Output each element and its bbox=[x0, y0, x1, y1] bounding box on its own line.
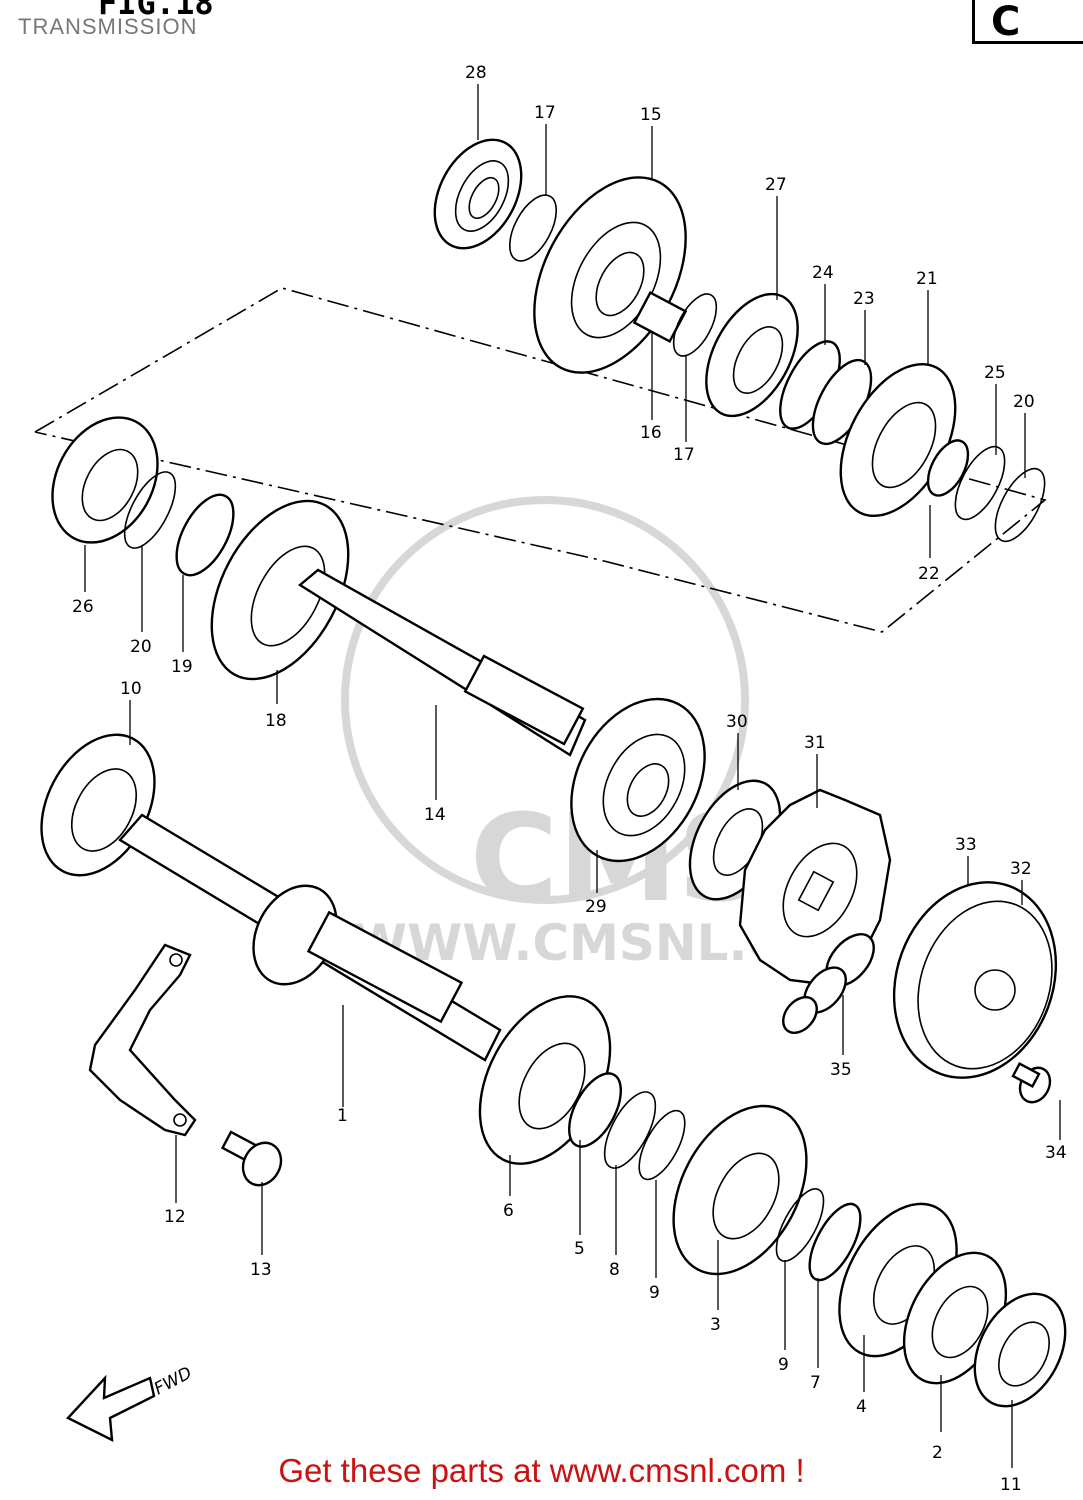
callout-32: 32 bbox=[1010, 859, 1032, 879]
bushing-22 bbox=[926, 439, 970, 497]
countershaft-spline bbox=[463, 654, 585, 746]
washer-25 bbox=[954, 445, 1006, 521]
callout-8: 8 bbox=[609, 1260, 620, 1280]
callout-25: 25 bbox=[984, 363, 1006, 383]
figure-label: FIG.18 bbox=[98, 0, 214, 22]
callout-29: 29 bbox=[585, 897, 607, 917]
bolt-13 bbox=[220, 1130, 283, 1187]
section-box: C bbox=[972, 0, 1083, 45]
callout-6: 6 bbox=[503, 1201, 514, 1221]
bushing-5 bbox=[568, 1072, 622, 1148]
page-title: TRANSMISSION bbox=[18, 14, 198, 39]
washer-17a bbox=[509, 194, 557, 262]
callout-16: 16 bbox=[640, 423, 662, 443]
callout-10: 10 bbox=[120, 679, 142, 699]
callout-4: 4 bbox=[856, 1397, 867, 1417]
callout-12: 12 bbox=[164, 1207, 186, 1227]
callout-9b: 9 bbox=[778, 1355, 789, 1375]
bearing-10 bbox=[40, 733, 156, 877]
stopper-plate-12 bbox=[88, 943, 197, 1137]
sprocket-cover-32 bbox=[892, 881, 1058, 1079]
callout-13: 13 bbox=[250, 1260, 272, 1280]
callout-26: 26 bbox=[72, 597, 94, 617]
callout-1: 1 bbox=[337, 1106, 348, 1126]
countershaft-group-outline bbox=[34, 287, 1047, 633]
leader-lines bbox=[84, 84, 1061, 1468]
callouts: 1 2 3 4 5 6 7 8 9 9 10 11 12 13 14 15 16… bbox=[72, 63, 1067, 1495]
stopper-hole-bottom bbox=[173, 1113, 187, 1127]
bearing-11 bbox=[973, 1292, 1067, 1408]
fwd-label: FWD bbox=[151, 1363, 195, 1399]
callout-21: 21 bbox=[916, 269, 938, 289]
callout-11: 11 bbox=[1000, 1475, 1022, 1495]
gear-27 bbox=[705, 292, 799, 418]
callout-20a: 20 bbox=[1013, 392, 1035, 412]
stopper-hole-top bbox=[169, 953, 183, 967]
callout-22: 22 bbox=[918, 564, 940, 584]
gear-15 bbox=[533, 176, 687, 374]
washer-8 bbox=[603, 1091, 657, 1169]
callout-18: 18 bbox=[265, 711, 287, 731]
gear-3 bbox=[672, 1104, 808, 1276]
main-shaft-spline bbox=[306, 910, 464, 1024]
callout-28: 28 bbox=[465, 63, 487, 83]
circlip-9b bbox=[775, 1188, 825, 1262]
chain-35 bbox=[782, 933, 875, 1034]
watermark-ring bbox=[341, 496, 749, 904]
callout-20b: 20 bbox=[130, 637, 152, 657]
washer-19 bbox=[175, 493, 235, 577]
callout-24: 24 bbox=[812, 263, 834, 283]
callout-23: 23 bbox=[853, 289, 875, 309]
callout-17a: 17 bbox=[534, 103, 556, 123]
section-letter: C bbox=[991, 0, 1021, 45]
callout-17b: 17 bbox=[673, 445, 695, 465]
gear-18 bbox=[210, 499, 350, 681]
callout-9a: 9 bbox=[649, 1283, 660, 1303]
callout-33: 33 bbox=[955, 835, 977, 855]
circlip-9a bbox=[638, 1109, 686, 1181]
washer-17b bbox=[672, 293, 718, 357]
bearing-28 bbox=[433, 138, 523, 250]
callout-7: 7 bbox=[810, 1373, 821, 1393]
fwd-arrow-icon bbox=[66, 1374, 156, 1443]
circlip-20a bbox=[994, 467, 1046, 543]
washer-7 bbox=[808, 1202, 862, 1282]
callout-14: 14 bbox=[424, 805, 446, 825]
callout-3: 3 bbox=[710, 1315, 721, 1335]
callout-31: 31 bbox=[804, 733, 826, 753]
callout-19: 19 bbox=[171, 657, 193, 677]
callout-15: 15 bbox=[640, 105, 662, 125]
callout-2: 2 bbox=[932, 1443, 943, 1463]
callout-5: 5 bbox=[574, 1239, 585, 1259]
callout-27: 27 bbox=[765, 175, 787, 195]
callout-35: 35 bbox=[830, 1060, 852, 1080]
footer-link-text[interactable]: Get these parts at www.cmsnl.com ! bbox=[278, 1452, 805, 1489]
callout-30: 30 bbox=[726, 712, 748, 732]
callout-34: 34 bbox=[1045, 1143, 1067, 1163]
gear-26 bbox=[51, 416, 159, 544]
bolt-34 bbox=[1011, 1062, 1052, 1104]
circlip-20b bbox=[123, 471, 177, 549]
